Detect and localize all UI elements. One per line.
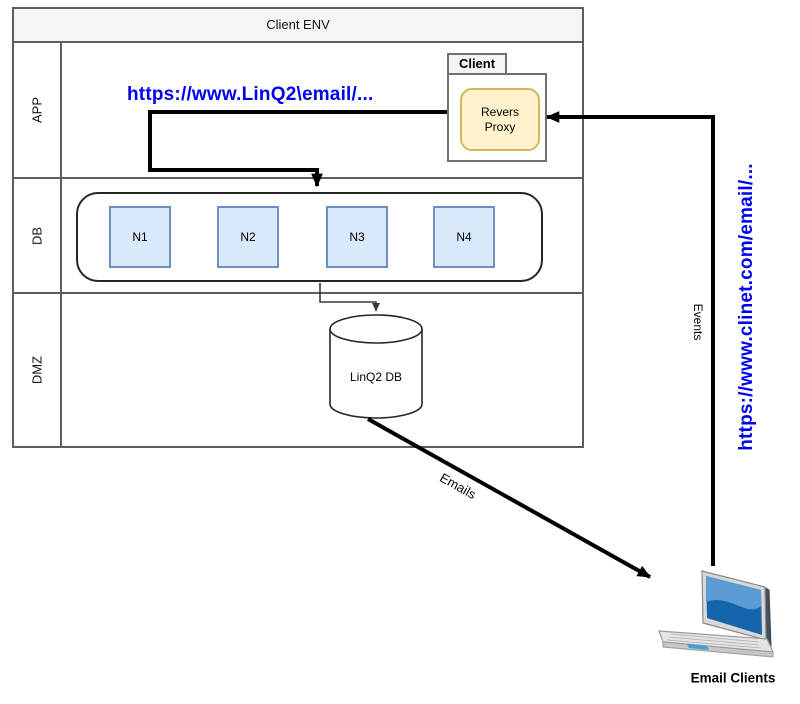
emails-edge-label: Emails <box>434 467 482 505</box>
node-n2: N2 <box>217 206 279 268</box>
node-n3: N3 <box>326 206 388 268</box>
pool-title: Client ENV <box>12 7 584 43</box>
node-n1: N1 <box>109 206 171 268</box>
events-edge-label: Events <box>690 301 706 343</box>
linq2-db-label: LinQ2 DB <box>349 370 403 384</box>
lane-divider-db-dmz <box>12 292 584 294</box>
laptop-icon <box>658 570 774 658</box>
node-n4: N4 <box>433 206 495 268</box>
lane-label-app: APP <box>29 96 45 124</box>
client-vertical-url-text: https://www.clinet.com/email/... <box>736 163 757 451</box>
client-group-tab-label: Client <box>447 53 507 75</box>
lane-label-divider <box>60 43 62 448</box>
lane-divider-app-db <box>12 177 584 179</box>
app-url-text: https://www.LinQ2\email/... <box>127 84 374 105</box>
email-clients-label: Email Clients <box>690 670 776 686</box>
lane-label-dmz: DMZ <box>29 355 45 385</box>
database-cylinder-icon <box>329 314 423 419</box>
lane-label-db: DB <box>29 226 45 246</box>
reverse-proxy-node: Revers Proxy <box>460 88 540 151</box>
